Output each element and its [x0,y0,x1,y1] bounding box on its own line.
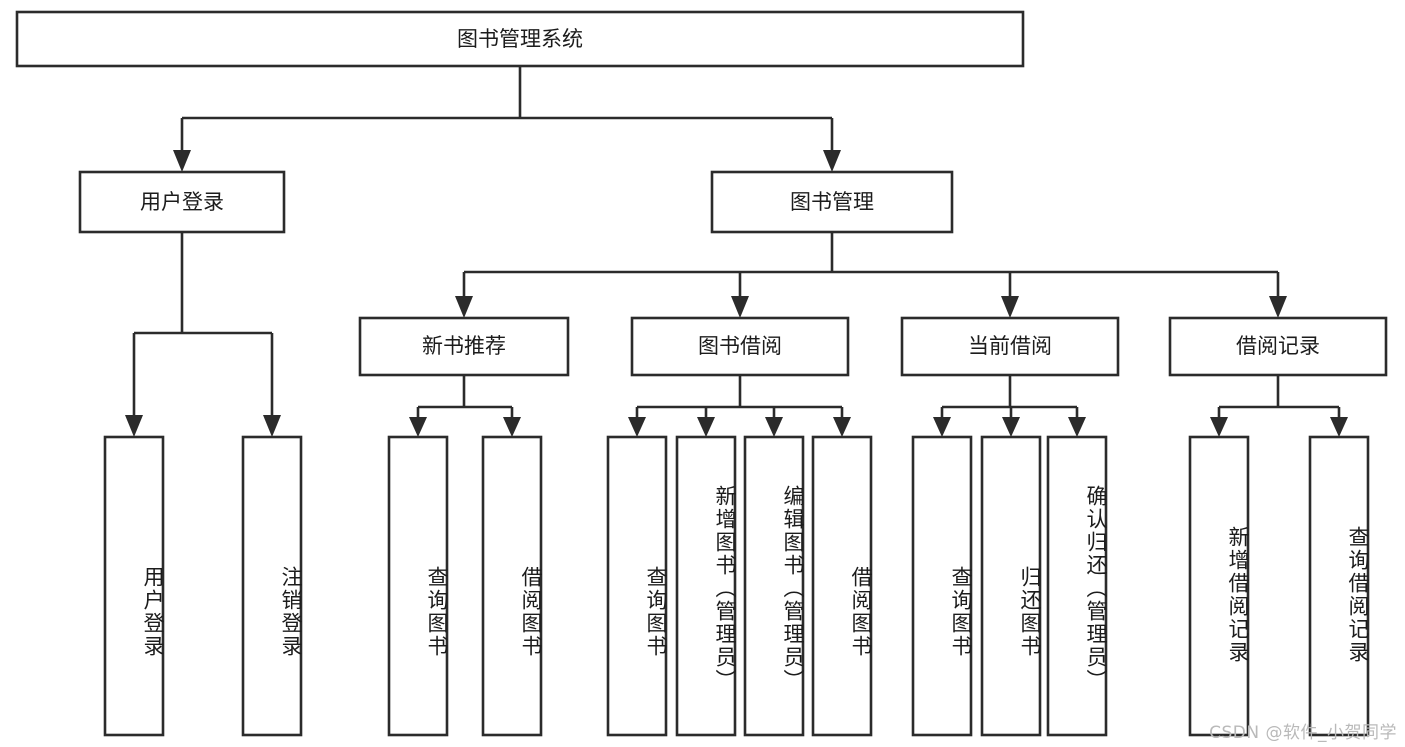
node-book-manage-box[interactable] [710,170,954,234]
node-current-borrow[interactable]: 当前借阅 [900,316,1120,377]
connector-bookmanage-to-level3 [455,232,1287,318]
watermark-text: CSDN @软件_小贺同学 [1209,723,1397,743]
node-user-login-box[interactable] [78,170,286,234]
arrow-bb-1 [628,417,646,437]
arrow-cb-1 [933,417,951,437]
connector-userlogin-to-leaves [125,232,281,437]
node-book-borrow-box[interactable] [630,316,850,377]
arrow-bb-4 [833,417,851,437]
arrow-book-manage [823,150,841,172]
arrow-nb-1 [409,417,427,437]
node-book-manage[interactable]: 图书管理 [710,170,954,234]
leaf-box-cb-confirm-return[interactable] [1046,435,1108,737]
leaf-box-logout[interactable] [241,435,303,737]
node-user-login-label: 用户登录 [140,190,224,214]
node-root-label: 图书管理系统 [457,27,583,51]
arrow-user-login [173,150,191,172]
node-book-borrow[interactable]: 图书借阅 [630,316,850,377]
arrow-leaf-user-login [125,415,143,437]
node-book-borrow-label: 图书借阅 [698,334,782,358]
leaf-box-br-add-record[interactable] [1188,435,1250,737]
arrow-bb-2 [697,417,715,437]
connector-currentborrow-to-leaves [933,375,1086,437]
leaf-box-bb-borrow-book[interactable] [811,435,873,737]
node-current-borrow-box[interactable] [900,316,1120,377]
leaf-box-nb-query-book[interactable] [387,435,449,737]
connector-newbook-to-leaves [409,375,521,437]
node-root[interactable]: 图书管理系统 [15,10,1025,68]
arrow-cb-2 [1002,417,1020,437]
node-user-login[interactable]: 用户登录 [78,170,286,234]
arrow-br-1 [1210,417,1228,437]
connector-bookborrow-to-leaves [628,375,851,437]
node-borrow-record-label: 借阅记录 [1236,334,1320,358]
leaf-box-nb-borrow-book[interactable] [481,435,543,737]
arrow-cb-3 [1068,417,1086,437]
node-borrow-record[interactable]: 借阅记录 [1168,316,1388,377]
arrow-bb-3 [765,417,783,437]
leaf-box-br-query-record[interactable] [1308,435,1370,737]
leaf-box-user-login[interactable] [103,435,165,737]
leaf-box-bb-edit-book[interactable] [743,435,805,737]
arrow-borrow-record [1269,296,1287,318]
arrow-current-borrow [1001,296,1019,318]
node-book-manage-label: 图书管理 [790,190,874,214]
leaf-box-bb-add-book[interactable] [675,435,737,737]
connector-root-to-level2 [173,66,841,172]
node-root-box[interactable] [15,10,1025,68]
arrow-book-borrow [731,296,749,318]
arrow-new-book [455,296,473,318]
leaf-box-cb-return-book[interactable] [980,435,1042,737]
node-new-book-recommend[interactable]: 新书推荐 [358,316,570,377]
leaf-box-bb-query-book[interactable] [606,435,668,737]
node-new-book-recommend-box[interactable] [358,316,570,377]
arrow-leaf-logout [263,415,281,437]
connector-borrowrecord-to-leaves [1210,375,1348,437]
leaf-box-cb-query-book[interactable] [911,435,973,737]
arrow-br-2 [1330,417,1348,437]
node-current-borrow-label: 当前借阅 [968,334,1052,358]
node-new-book-recommend-label: 新书推荐 [422,334,506,358]
node-borrow-record-box[interactable] [1168,316,1388,377]
arrow-nb-2 [503,417,521,437]
